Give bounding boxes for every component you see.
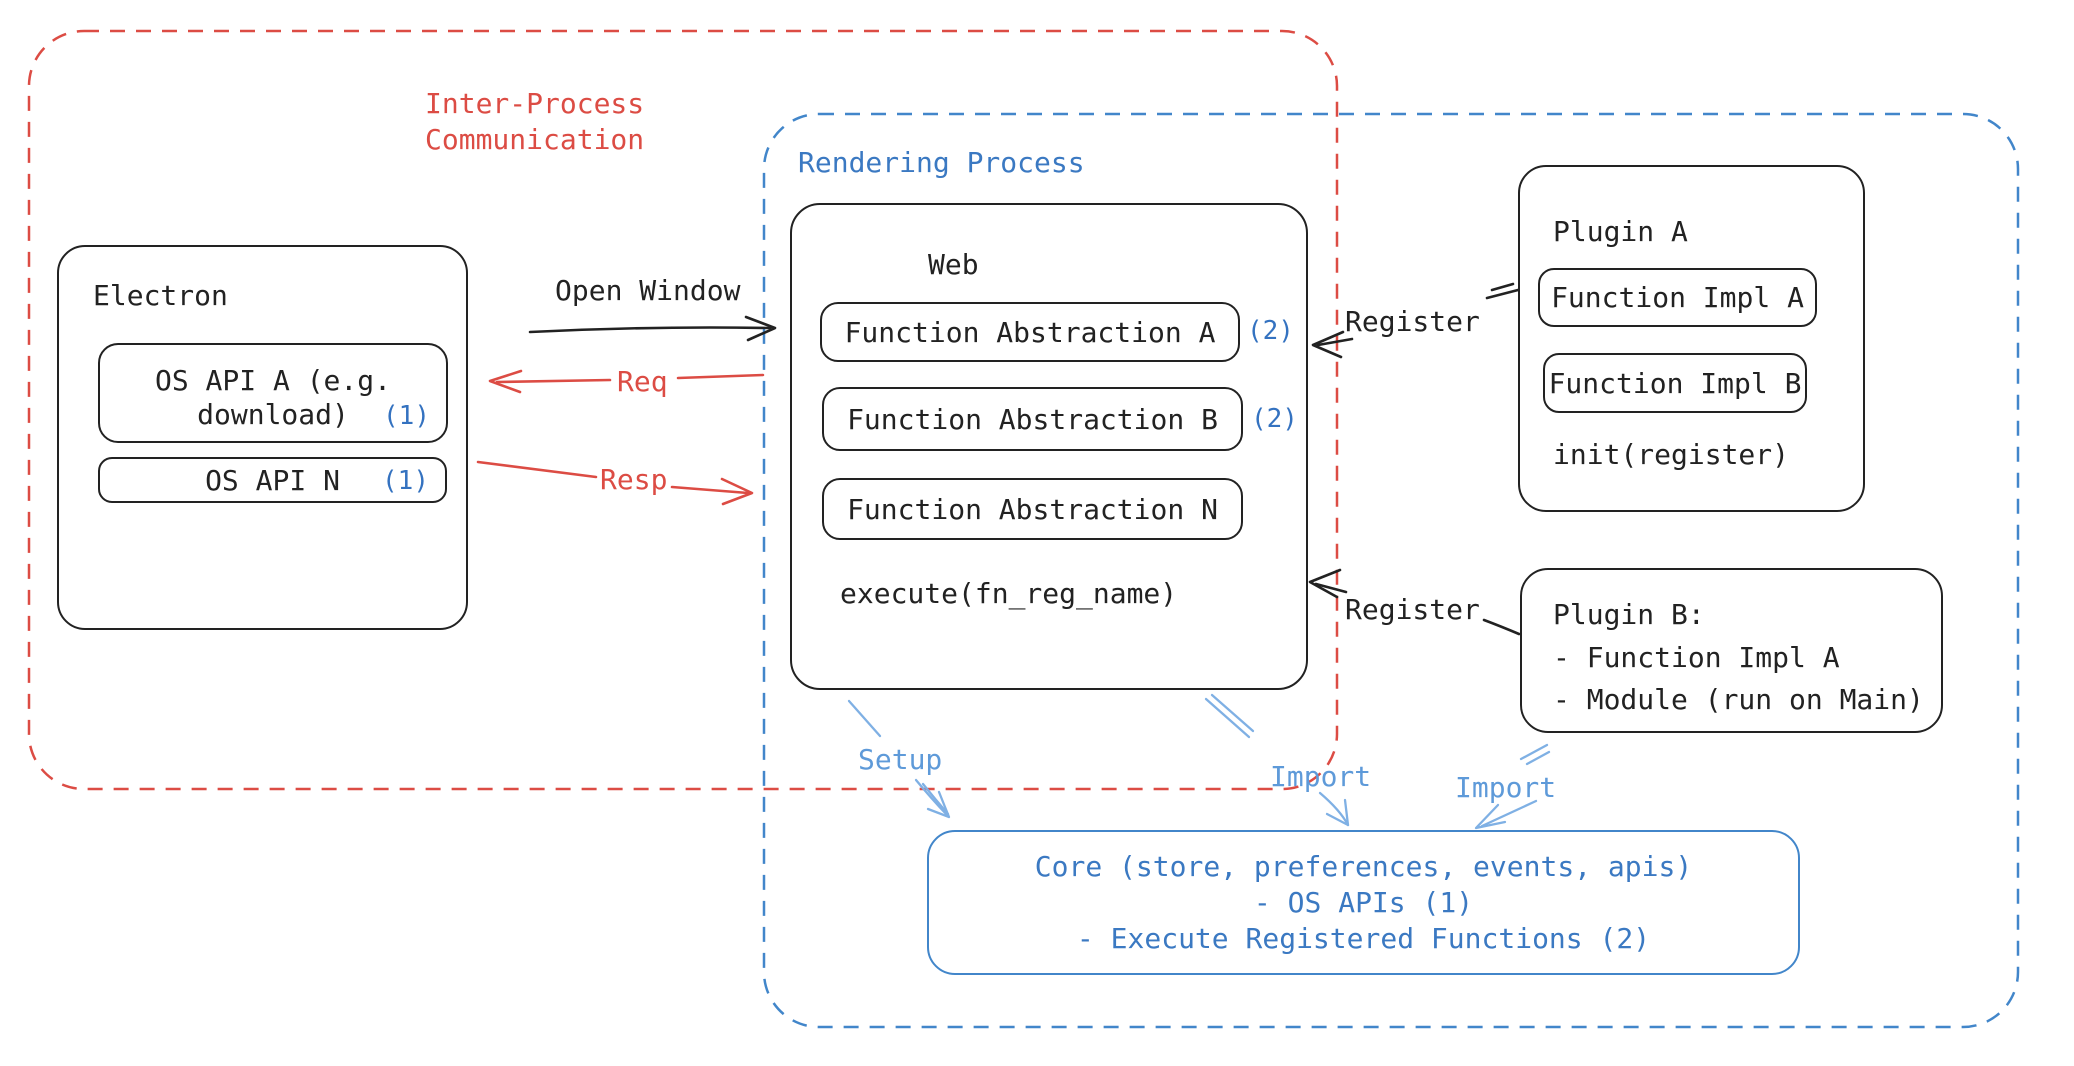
os-api-a-box: OS API A (e.g. download) (1) xyxy=(98,343,448,443)
web-title: Web xyxy=(928,248,979,281)
function-abstraction-a-label: Function Abstraction A xyxy=(844,315,1216,349)
init-register-label: init(register) xyxy=(1553,438,1790,471)
os-api-n-ref: (1) xyxy=(382,466,429,496)
os-api-a-line1: OS API A (e.g. xyxy=(154,364,391,397)
plugin-a-box xyxy=(1518,165,1865,512)
function-abstraction-a-box: Function Abstraction A xyxy=(820,302,1240,362)
core-line1: Core (store, preferences, events, apis) xyxy=(1034,849,1693,883)
import-plugin-label: Import xyxy=(1455,771,1557,804)
os-api-n-box: OS API N (1) xyxy=(98,457,447,503)
register-b-label: Register xyxy=(1345,593,1480,626)
function-abstraction-b-box: Function Abstraction B xyxy=(822,387,1243,451)
ipc-label-line1: Inter-Process xyxy=(425,87,645,120)
ipc-label-line2: Communication xyxy=(425,123,645,156)
register-a-label: Register xyxy=(1345,305,1480,338)
function-abstraction-b-label: Function Abstraction B xyxy=(847,402,1218,436)
electron-title: Electron xyxy=(93,279,228,312)
open-window-label: Open Window xyxy=(555,274,741,307)
open-window-arrow xyxy=(528,315,777,342)
req-label: Req xyxy=(617,365,668,398)
import-web-label: Import xyxy=(1270,760,1372,793)
execute-label: execute(fn_reg_name) xyxy=(840,577,1178,610)
rendering-container-label: Rendering Process xyxy=(798,146,1085,179)
core-box: Core (store, preferences, events, apis) … xyxy=(927,830,1800,975)
function-abstraction-a-ref: (2) xyxy=(1247,316,1294,346)
setup-label: Setup xyxy=(858,743,943,776)
plugin-b-item2: - Module (run on Main) xyxy=(1553,683,1924,716)
function-abstraction-n-label: Function Abstraction N xyxy=(847,492,1218,526)
function-abstraction-n-box: Function Abstraction N xyxy=(822,478,1243,540)
plugin-b-box xyxy=(1520,568,1943,733)
function-impl-b-box: Function Impl B xyxy=(1543,353,1807,413)
electron-box xyxy=(57,245,468,630)
core-line3: - Execute Registered Functions (2) xyxy=(1076,921,1651,955)
os-api-n-label: OS API N xyxy=(205,463,340,497)
os-api-a-ref: (1) xyxy=(383,401,430,431)
function-abstraction-b-ref: (2) xyxy=(1251,404,1298,434)
function-impl-b-label: Function Impl B xyxy=(1548,366,1802,400)
plugin-b-item1: - Function Impl A xyxy=(1553,641,1840,674)
core-line2: - OS APIs (1) xyxy=(1253,885,1474,919)
os-api-a-line2: download) xyxy=(197,398,349,431)
resp-label: Resp xyxy=(600,463,668,496)
web-box xyxy=(790,203,1308,690)
plugin-a-title: Plugin A xyxy=(1553,215,1688,248)
function-impl-a-label: Function Impl A xyxy=(1551,281,1804,314)
plugin-b-title: Plugin B: xyxy=(1553,598,1705,631)
function-impl-a-box: Function Impl A xyxy=(1538,268,1817,327)
